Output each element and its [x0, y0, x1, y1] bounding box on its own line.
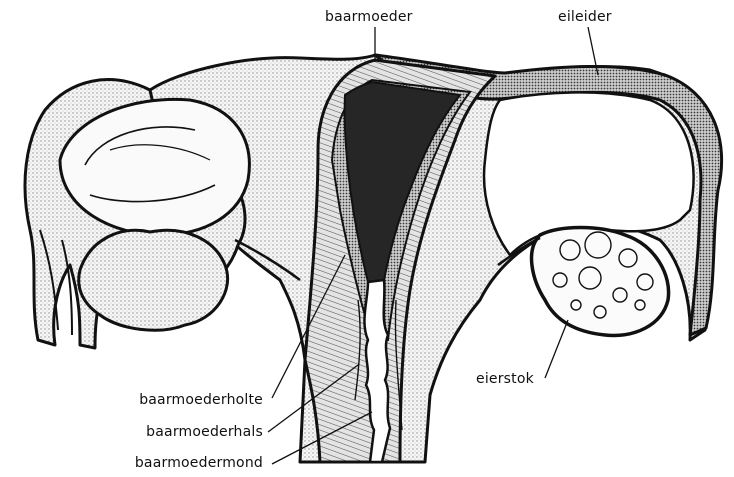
right-ovary — [532, 228, 669, 336]
label-ovary: eierstok — [476, 371, 534, 387]
label-cervix: baarmoederhals — [146, 424, 263, 440]
label-uterine-cavity: baarmoederholte — [139, 392, 263, 408]
leader-line-ovary — [545, 320, 568, 378]
label-external-os: baarmoedermond — [135, 455, 263, 471]
label-uterus: baarmoeder — [325, 9, 413, 25]
left-tube-and-ovary — [25, 80, 249, 348]
label-fallopian-tube: eileider — [558, 9, 612, 25]
